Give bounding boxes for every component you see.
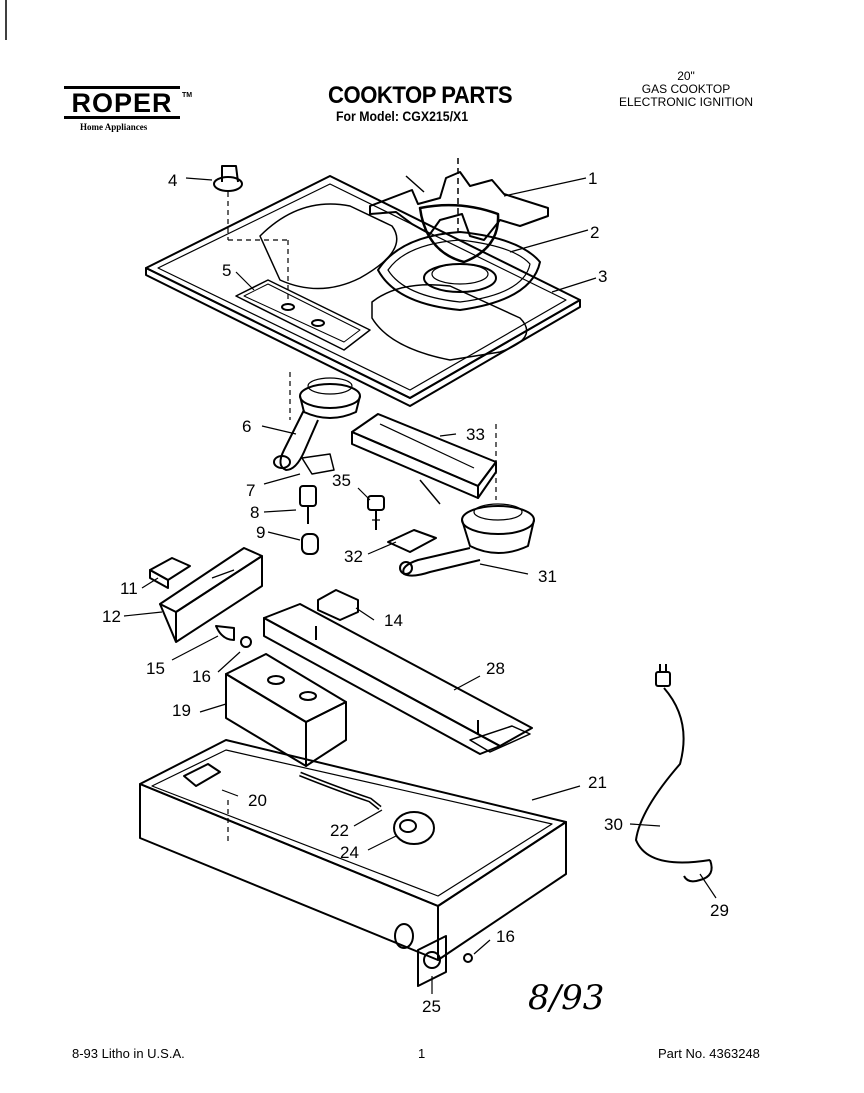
- callout-7: 7: [246, 481, 255, 500]
- callout-leaders: [123, 177, 717, 994]
- callout-8: 8: [250, 503, 259, 522]
- power-cord-part-30: [635, 664, 713, 883]
- control-box-part-19: [225, 653, 347, 767]
- callout-3: 3: [598, 267, 607, 286]
- callout-20: 20: [248, 791, 267, 810]
- screw-part-16: [240, 636, 252, 648]
- handwritten-date: 8/93: [528, 978, 605, 1018]
- callout-4: 4: [168, 171, 177, 190]
- callout-12: 12: [102, 607, 121, 626]
- callout-25: 25: [422, 997, 441, 1016]
- clip-part-14: [317, 589, 359, 621]
- logo-wordmark: ROPER: [71, 88, 173, 118]
- logo-subtext: Home Appliances: [80, 122, 148, 132]
- knob-part-4: [213, 165, 289, 304]
- logo-trademark: TM: [182, 92, 193, 99]
- switch-part-11: [149, 557, 191, 589]
- page-title: COOKTOP PARTS: [328, 82, 513, 109]
- category-size: 20": [677, 69, 695, 83]
- callout-30: 30: [604, 815, 623, 834]
- logo-rule-bottom: [64, 116, 180, 119]
- callout-6: 6: [242, 417, 251, 436]
- callout-9: 9: [256, 523, 265, 542]
- callout-22: 22: [330, 821, 349, 840]
- category-type: GAS COOKTOP: [641, 82, 731, 96]
- callout-33: 33: [466, 425, 485, 444]
- bracket-part-32: [387, 529, 437, 553]
- footer-page-number: 1: [418, 1046, 426, 1061]
- gasket-part-25: [417, 935, 447, 987]
- callout-5: 5: [222, 261, 231, 280]
- regulator-part-24: [393, 811, 435, 845]
- right-burner-part-31: [399, 503, 535, 577]
- callout-labels: 1 2 3 4 5 6 7 8 9 11 12 14 15 16 19 20 2…: [102, 169, 729, 1016]
- model-line: For Model: CGX215/X1: [336, 108, 469, 124]
- igniter-part-35: [367, 495, 385, 530]
- callout-14: 14: [384, 611, 403, 630]
- burner-bracket-part-33: [351, 413, 497, 505]
- callout-15: 15: [146, 659, 165, 678]
- roper-logo: ROPER TM Home Appliances: [64, 84, 192, 136]
- callout-24: 24: [340, 843, 359, 862]
- base-pan-part-21: [139, 739, 567, 961]
- callout-11: 11: [120, 579, 138, 598]
- drip-ring-part-2: [377, 231, 541, 311]
- clamp-part-15: [215, 625, 235, 641]
- terminal-block-part-20: [183, 763, 221, 787]
- cooktop-top-part-3: [145, 175, 581, 407]
- grate-part-1: [369, 158, 549, 264]
- footer-part-number: Part No. 4363248: [658, 1046, 760, 1061]
- callout-21: 21: [588, 773, 607, 792]
- callout-16: 16: [192, 667, 211, 686]
- left-burner-assembly: [273, 372, 361, 555]
- callout-31: 31: [538, 567, 557, 586]
- callout-29: 29: [710, 901, 729, 920]
- callout-16-lower: 16: [496, 927, 515, 946]
- callout-2: 2: [590, 223, 599, 242]
- category-ignition: ELECTRONIC IGNITION: [618, 95, 753, 109]
- logo-rule-top: [64, 86, 180, 89]
- callout-32: 32: [344, 547, 363, 566]
- manifold-cover-part-28: [263, 603, 533, 755]
- callout-19: 19: [172, 701, 191, 720]
- callout-28: 28: [486, 659, 505, 678]
- bracket-part-12: [159, 547, 263, 643]
- callout-35: 35: [332, 471, 351, 490]
- callout-1: 1: [588, 169, 597, 188]
- screw-part-16b: [463, 953, 473, 963]
- footer-litho: 8-93 Litho in U.S.A.: [72, 1046, 185, 1061]
